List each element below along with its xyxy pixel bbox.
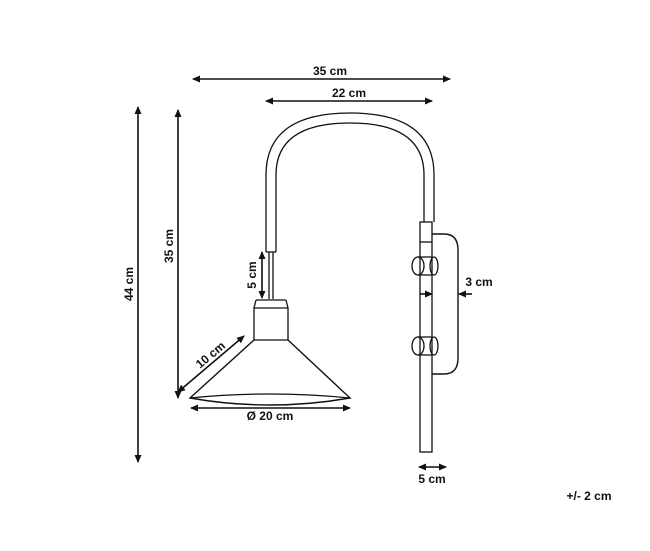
dimension-lines <box>134 75 472 471</box>
lamp-arm <box>265 112 435 252</box>
lamp-shade-neck <box>253 307 289 341</box>
upper-knob <box>411 256 439 276</box>
wall-plate <box>432 233 459 375</box>
label-cord-width: 5 cm <box>418 472 445 486</box>
dimension-labels: 35 cm 22 cm 44 cm 35 cm 5 cm 10 cm Ø 20 … <box>122 64 612 503</box>
dim-line-shade-slant <box>177 335 245 393</box>
lower-knob <box>411 336 439 356</box>
label-plate-depth: 3 cm <box>465 275 492 289</box>
label-shade-diameter: Ø 20 cm <box>247 409 294 423</box>
label-total-width: 35 cm <box>313 64 347 78</box>
label-arm-width: 22 cm <box>332 86 366 100</box>
label-total-height: 44 cm <box>122 267 136 301</box>
lamp-drawing <box>188 112 459 453</box>
label-arm-height: 35 cm <box>162 229 176 263</box>
label-rod-length: 5 cm <box>245 261 259 288</box>
label-tolerance: +/- 2 cm <box>566 489 611 503</box>
